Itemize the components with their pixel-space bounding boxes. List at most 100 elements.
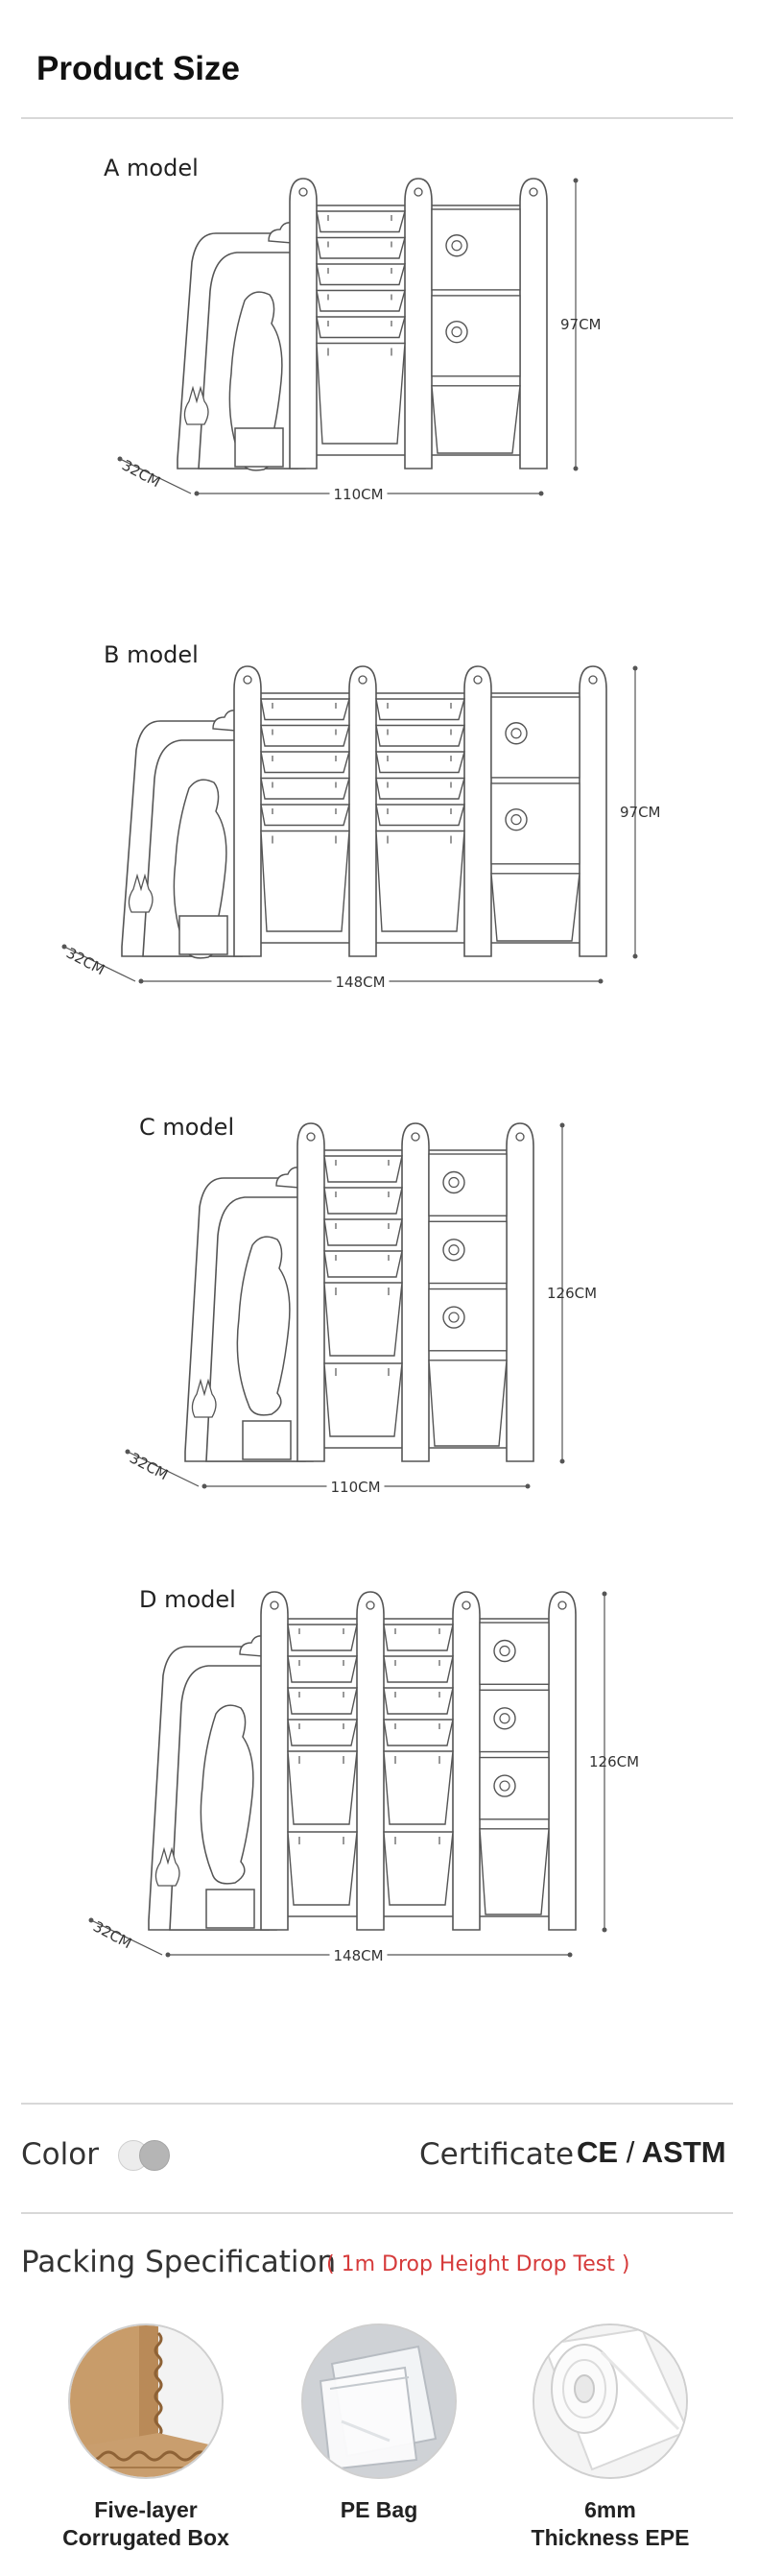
depth-dimension-label: 32CM bbox=[119, 456, 163, 491]
small-bin bbox=[287, 1624, 358, 1651]
width-label-bg bbox=[331, 972, 390, 991]
width-label-bg bbox=[326, 1477, 385, 1496]
width-dimension-end bbox=[567, 1952, 573, 1958]
packing-item-epe-line1: 6mm bbox=[584, 2497, 636, 2522]
width-dimension-end bbox=[165, 1952, 171, 1958]
small-bin bbox=[383, 1687, 454, 1715]
large-bin bbox=[383, 1750, 454, 1825]
small-bin bbox=[375, 777, 465, 800]
depth-dimension-label: 32CM bbox=[63, 944, 107, 978]
width-dimension-end bbox=[138, 978, 144, 984]
small-bin bbox=[316, 289, 406, 312]
upright-hole-1 bbox=[366, 1601, 375, 1610]
upright-hole-1 bbox=[358, 675, 367, 685]
height-dimension-end bbox=[602, 1927, 607, 1933]
small-bin bbox=[316, 263, 406, 286]
packing-item-bag-label: PE Bag bbox=[264, 2496, 494, 2524]
pe-bag-icon bbox=[301, 2323, 457, 2479]
packing-item-box-line2: Corrugated Box bbox=[62, 2525, 229, 2550]
small-bin bbox=[287, 1687, 358, 1715]
large-bin bbox=[287, 1831, 358, 1906]
bear-cutout bbox=[200, 1704, 254, 1885]
large-bin bbox=[316, 342, 406, 445]
height-dimension-label: 126CM bbox=[547, 1285, 597, 1302]
depth-dimension-line bbox=[127, 1451, 200, 1487]
door-knob bbox=[499, 1780, 510, 1792]
packing-item-box-label: Five-layer Corrugated Box bbox=[31, 2496, 261, 2552]
door-knob bbox=[499, 1645, 510, 1657]
small-bin bbox=[260, 751, 350, 774]
door-knob-ring bbox=[445, 234, 468, 257]
width-dimension-end bbox=[538, 491, 544, 496]
width-dimension-label: 148CM bbox=[336, 974, 386, 991]
upright-0 bbox=[233, 665, 262, 957]
width-dimension-end bbox=[525, 1483, 531, 1489]
door-knob bbox=[448, 1176, 460, 1189]
upright-1 bbox=[401, 1122, 430, 1462]
cabinet-door bbox=[431, 208, 521, 291]
upright-hole-0 bbox=[306, 1132, 316, 1142]
depth-dimension-label: 32CM bbox=[90, 1917, 134, 1952]
depth-dimension-line bbox=[119, 458, 192, 494]
small-bin bbox=[260, 804, 350, 827]
model-a-label: A model bbox=[104, 155, 199, 181]
width-label-bg bbox=[329, 1945, 388, 1964]
color-label: Color bbox=[21, 2137, 99, 2172]
upright-3 bbox=[579, 665, 607, 957]
door-knob-ring bbox=[442, 1170, 465, 1194]
cabinet-door bbox=[428, 1153, 508, 1216]
cabinet-door bbox=[428, 1220, 508, 1285]
upright-hole-3 bbox=[588, 675, 598, 685]
upright-hole-2 bbox=[515, 1132, 525, 1142]
small-bin bbox=[287, 1655, 358, 1683]
color-divider-top bbox=[21, 2103, 733, 2105]
cabinet-door bbox=[490, 782, 580, 865]
upright-2 bbox=[506, 1122, 534, 1462]
door-knob-ring bbox=[493, 1774, 516, 1797]
small-bin bbox=[316, 210, 406, 233]
small-bin bbox=[260, 698, 350, 721]
large-bin bbox=[323, 1282, 403, 1357]
width-dimension-label: 148CM bbox=[334, 1947, 384, 1964]
height-dimension-end bbox=[559, 1458, 565, 1464]
depth-dimension-end bbox=[117, 456, 123, 462]
side-tab bbox=[242, 1420, 292, 1460]
upright-2 bbox=[452, 1591, 481, 1931]
bunny-cutout bbox=[128, 873, 154, 913]
height-dimension-end bbox=[602, 1591, 607, 1597]
upright-hole-1 bbox=[411, 1132, 420, 1142]
model-b-label: B model bbox=[104, 641, 199, 668]
height-dimension-end bbox=[632, 953, 638, 959]
upright-hole-2 bbox=[473, 675, 483, 685]
packing-divider bbox=[21, 2212, 733, 2214]
width-dimension-label: 110CM bbox=[331, 1479, 381, 1496]
height-dimension-label: 126CM bbox=[589, 1753, 639, 1770]
depth-dimension-line bbox=[63, 946, 136, 982]
door-knob-ring bbox=[505, 807, 528, 831]
door-knob-ring bbox=[505, 722, 528, 745]
small-bin bbox=[323, 1155, 403, 1183]
large-bin bbox=[431, 385, 521, 454]
upright-0 bbox=[260, 1591, 289, 1931]
depth-dimension-line bbox=[90, 1919, 163, 1956]
width-label-bg bbox=[329, 484, 388, 503]
upright-1 bbox=[356, 1591, 385, 1931]
large-bin bbox=[375, 830, 465, 932]
cabinet-door bbox=[431, 295, 521, 377]
side-tab bbox=[205, 1889, 255, 1929]
certificate-label: Certificate bbox=[419, 2137, 575, 2172]
door-knob bbox=[448, 1244, 460, 1256]
small-bin bbox=[375, 804, 465, 827]
width-dimension-end bbox=[598, 978, 604, 984]
upright-hole-2 bbox=[462, 1601, 471, 1610]
upright-hole-3 bbox=[557, 1601, 567, 1610]
color-swatch-grey[interactable] bbox=[139, 2140, 170, 2171]
small-bin bbox=[316, 236, 406, 259]
upright-0 bbox=[296, 1122, 325, 1462]
upright-2 bbox=[519, 178, 548, 469]
door-knob-ring bbox=[445, 320, 468, 344]
certificate-astm: ASTM bbox=[641, 2135, 726, 2169]
packing-item-epe-line2: Thickness EPE bbox=[531, 2525, 690, 2550]
small-bin bbox=[383, 1655, 454, 1683]
